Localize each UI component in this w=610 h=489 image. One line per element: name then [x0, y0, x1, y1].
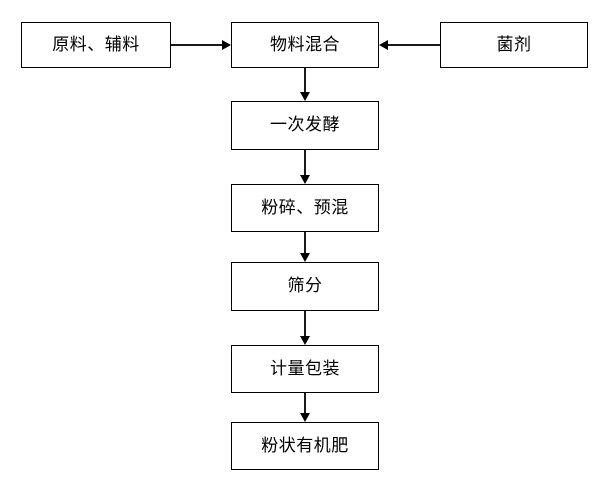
arrowhead-right-icon: [222, 40, 231, 50]
arrowhead-down-icon: [300, 413, 310, 422]
node-raw-materials[interactable]: 原料、辅料: [21, 22, 171, 68]
connector-line: [304, 311, 306, 337]
connector-line: [304, 150, 306, 176]
node-primary-fermentation[interactable]: 一次发酵: [231, 101, 379, 150]
node-label-crushing-premixing: 粉碎、预混: [261, 197, 349, 218]
arrowhead-down-icon: [300, 175, 310, 184]
node-label-microbial-agent: 菌剂: [496, 34, 532, 55]
connector-packaging-to-product: [300, 393, 310, 422]
node-powdered-organic-fertilizer[interactable]: 粉状有机肥: [231, 422, 379, 470]
node-material-mixing[interactable]: 物料混合: [231, 22, 379, 68]
connector-fermentation-to-crushing: [300, 150, 310, 184]
node-label-metered-packaging: 计量包装: [270, 358, 340, 379]
node-crushing-premixing[interactable]: 粉碎、预混: [231, 184, 379, 232]
connector-screening-to-packaging: [300, 311, 310, 345]
node-label-raw-materials: 原料、辅料: [52, 34, 140, 55]
connector-line: [304, 68, 306, 93]
connector-line: [304, 232, 306, 254]
node-screening[interactable]: 筛分: [231, 262, 379, 311]
node-metered-packaging[interactable]: 计量包装: [231, 345, 379, 393]
node-label-material-mixing: 物料混合: [270, 34, 340, 55]
connector-crushing-to-screening: [300, 232, 310, 262]
arrowhead-down-icon: [300, 253, 310, 262]
arrowhead-down-icon: [300, 92, 310, 101]
arrowhead-left-icon: [379, 40, 388, 50]
connector-line: [304, 393, 306, 414]
node-microbial-agent[interactable]: 菌剂: [440, 22, 588, 68]
arrowhead-down-icon: [300, 336, 310, 345]
node-label-primary-fermentation: 一次发酵: [270, 115, 340, 135]
connector-mixing-to-fermentation: [300, 68, 310, 101]
node-label-powdered-organic-fertilizer: 粉状有机肥: [261, 435, 349, 456]
connector-line: [171, 44, 223, 46]
connector-line: [388, 44, 440, 46]
connector-agent-to-mixing: [379, 40, 440, 50]
connector-raw-to-mixing: [171, 40, 231, 50]
node-label-screening: 筛分: [287, 276, 323, 296]
